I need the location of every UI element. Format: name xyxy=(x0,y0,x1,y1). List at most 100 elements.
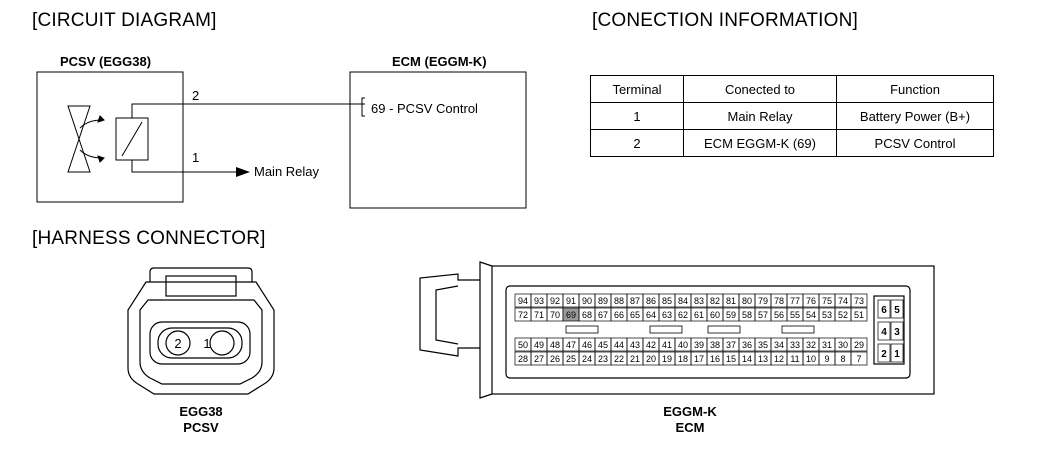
ecm-pin-number: 11 xyxy=(790,354,799,364)
pcsv-connector-label1: EGG38 xyxy=(179,404,223,419)
ecm-side-pin-number: 2 xyxy=(881,349,887,360)
ecm-pin-number: 77 xyxy=(790,296,800,306)
ecm-pin-number: 21 xyxy=(630,354,640,364)
pin2-label: 2 xyxy=(192,88,200,103)
ecm-pin-number: 39 xyxy=(694,340,704,350)
ecm-pin-number: 79 xyxy=(758,296,768,306)
pcsv-connector-label2: PCSV xyxy=(183,420,219,435)
header-connected: Conected to xyxy=(683,75,837,103)
connection-table: Terminal Conected to Function 1 Main Rel… xyxy=(590,75,994,157)
table-cell: Battery Power (B+) xyxy=(836,102,994,130)
ecm-pin-number: 68 xyxy=(582,310,592,320)
ecm-pin-number: 50 xyxy=(518,340,528,350)
ecm-pin-number: 47 xyxy=(566,340,576,350)
ecm-pin-number: 28 xyxy=(518,354,528,364)
pcsv-pin-1: 1 xyxy=(203,336,210,351)
ecm-pin-number: 14 xyxy=(742,354,752,364)
ecm-pin-number: 76 xyxy=(806,296,816,306)
ecm-pin-number: 45 xyxy=(598,340,608,350)
ecm-connector-label2: ECM xyxy=(675,420,705,435)
header-terminal: Terminal xyxy=(590,75,684,103)
ecm-pin-number: 94 xyxy=(518,296,528,306)
ecm-pin-cell xyxy=(850,307,868,322)
ecm-pin-number: 25 xyxy=(566,354,576,364)
ecm-side-pin-number: 1 xyxy=(894,349,900,360)
ecm-pin-number: 62 xyxy=(678,310,688,320)
ecm-pin-number: 38 xyxy=(710,340,720,350)
ecm-pin-number: 92 xyxy=(550,296,560,306)
ecm-pin-number: 15 xyxy=(726,354,736,364)
pcsv-title: PCSV (EGG38) xyxy=(60,54,152,69)
ecm-side-pin-cell xyxy=(890,343,904,363)
ecm-pin-number: 65 xyxy=(630,310,640,320)
ecm-pin-number: 24 xyxy=(582,354,592,364)
ecm-pin-number: 59 xyxy=(726,310,736,320)
ecm-pin-number: 37 xyxy=(726,340,736,350)
ecm-pin-number: 74 xyxy=(838,296,848,306)
ecm-pin-number: 26 xyxy=(550,354,560,364)
ecm-pin-number: 27 xyxy=(534,354,544,364)
ecm-pin-cell xyxy=(850,351,868,366)
ecm-pin-number: 8 xyxy=(840,354,845,364)
ecm-pin-number: 34 xyxy=(774,340,784,350)
ecm-pin-number: 42 xyxy=(646,340,656,350)
table-cell: PCSV Control xyxy=(836,129,994,157)
table-cell: 1 xyxy=(590,102,684,130)
ecm-side-pin-number: 5 xyxy=(894,305,900,316)
pcsv-pin-2: 2 xyxy=(174,336,181,351)
ecm-pin-number: 41 xyxy=(662,340,672,350)
ecm-pin-number: 64 xyxy=(646,310,656,320)
ecm-pin-number: 48 xyxy=(550,340,560,350)
ecm-pin-number: 78 xyxy=(774,296,784,306)
ecm-pin-number: 40 xyxy=(678,340,688,350)
ecm-pin-number: 58 xyxy=(742,310,752,320)
pcsv-box xyxy=(36,71,184,203)
wire-pin1 xyxy=(131,160,238,173)
ecm-pin-number: 43 xyxy=(630,340,640,350)
ecm-pin-number: 55 xyxy=(790,310,800,320)
ecm-pin-number: 52 xyxy=(838,310,848,320)
ecm-pin-number: 70 xyxy=(550,310,560,320)
ecm-pin-number: 71 xyxy=(534,310,544,320)
ecm-pin-number: 18 xyxy=(678,354,688,364)
table-row: 2 ECM EGGM-K (69) PCSV Control xyxy=(590,129,994,157)
ecm-pin-number: 31 xyxy=(822,340,832,350)
ecm-pin-number: 9 xyxy=(824,354,829,364)
ecm-pin-number: 63 xyxy=(662,310,672,320)
ecm-pin-number: 88 xyxy=(614,296,624,306)
ecm-key-slot xyxy=(781,325,815,334)
ecm-side-pin-cell xyxy=(877,321,891,341)
ecm-pin-number: 29 xyxy=(854,340,864,350)
table-header-row: Terminal Conected to Function xyxy=(590,75,994,103)
valve-icon xyxy=(67,105,105,173)
ecm-title: ECM (EGGM-K) xyxy=(392,54,487,69)
ecm-pin-cell xyxy=(850,337,868,352)
ecm-pin-number: 82 xyxy=(710,296,720,306)
ecm-pin-number: 87 xyxy=(630,296,640,306)
ecm-pin-number: 17 xyxy=(694,354,704,364)
pin1-label: 1 xyxy=(192,150,200,165)
table-cell: Main Relay xyxy=(683,102,837,130)
ecm-pin-number: 30 xyxy=(838,340,848,350)
ecm-pin-number: 60 xyxy=(710,310,720,320)
ecm-pin-number: 93 xyxy=(534,296,544,306)
ecm-key-slot xyxy=(565,325,599,334)
ecm-pin-number: 90 xyxy=(582,296,592,306)
ecm-pin-number: 12 xyxy=(774,354,784,364)
ecm-pin-number: 16 xyxy=(710,354,720,364)
ecm-pin-number: 81 xyxy=(726,296,736,306)
pcsv-connector-icon xyxy=(127,267,275,395)
ecm-pin-number: 61 xyxy=(694,310,704,320)
ecm-pin-number: 53 xyxy=(822,310,832,320)
ecm-pin-number: 56 xyxy=(774,310,784,320)
ecm-box xyxy=(349,71,527,209)
wire-pin2 xyxy=(131,103,365,118)
ecm-pin-number: 49 xyxy=(534,340,544,350)
ecm-pin-number: 35 xyxy=(758,340,768,350)
ecm-pin-number: 85 xyxy=(662,296,672,306)
ecm-pin-number: 13 xyxy=(758,354,768,364)
ecm-pin-number: 46 xyxy=(582,340,592,350)
arrow-icon xyxy=(236,167,250,177)
